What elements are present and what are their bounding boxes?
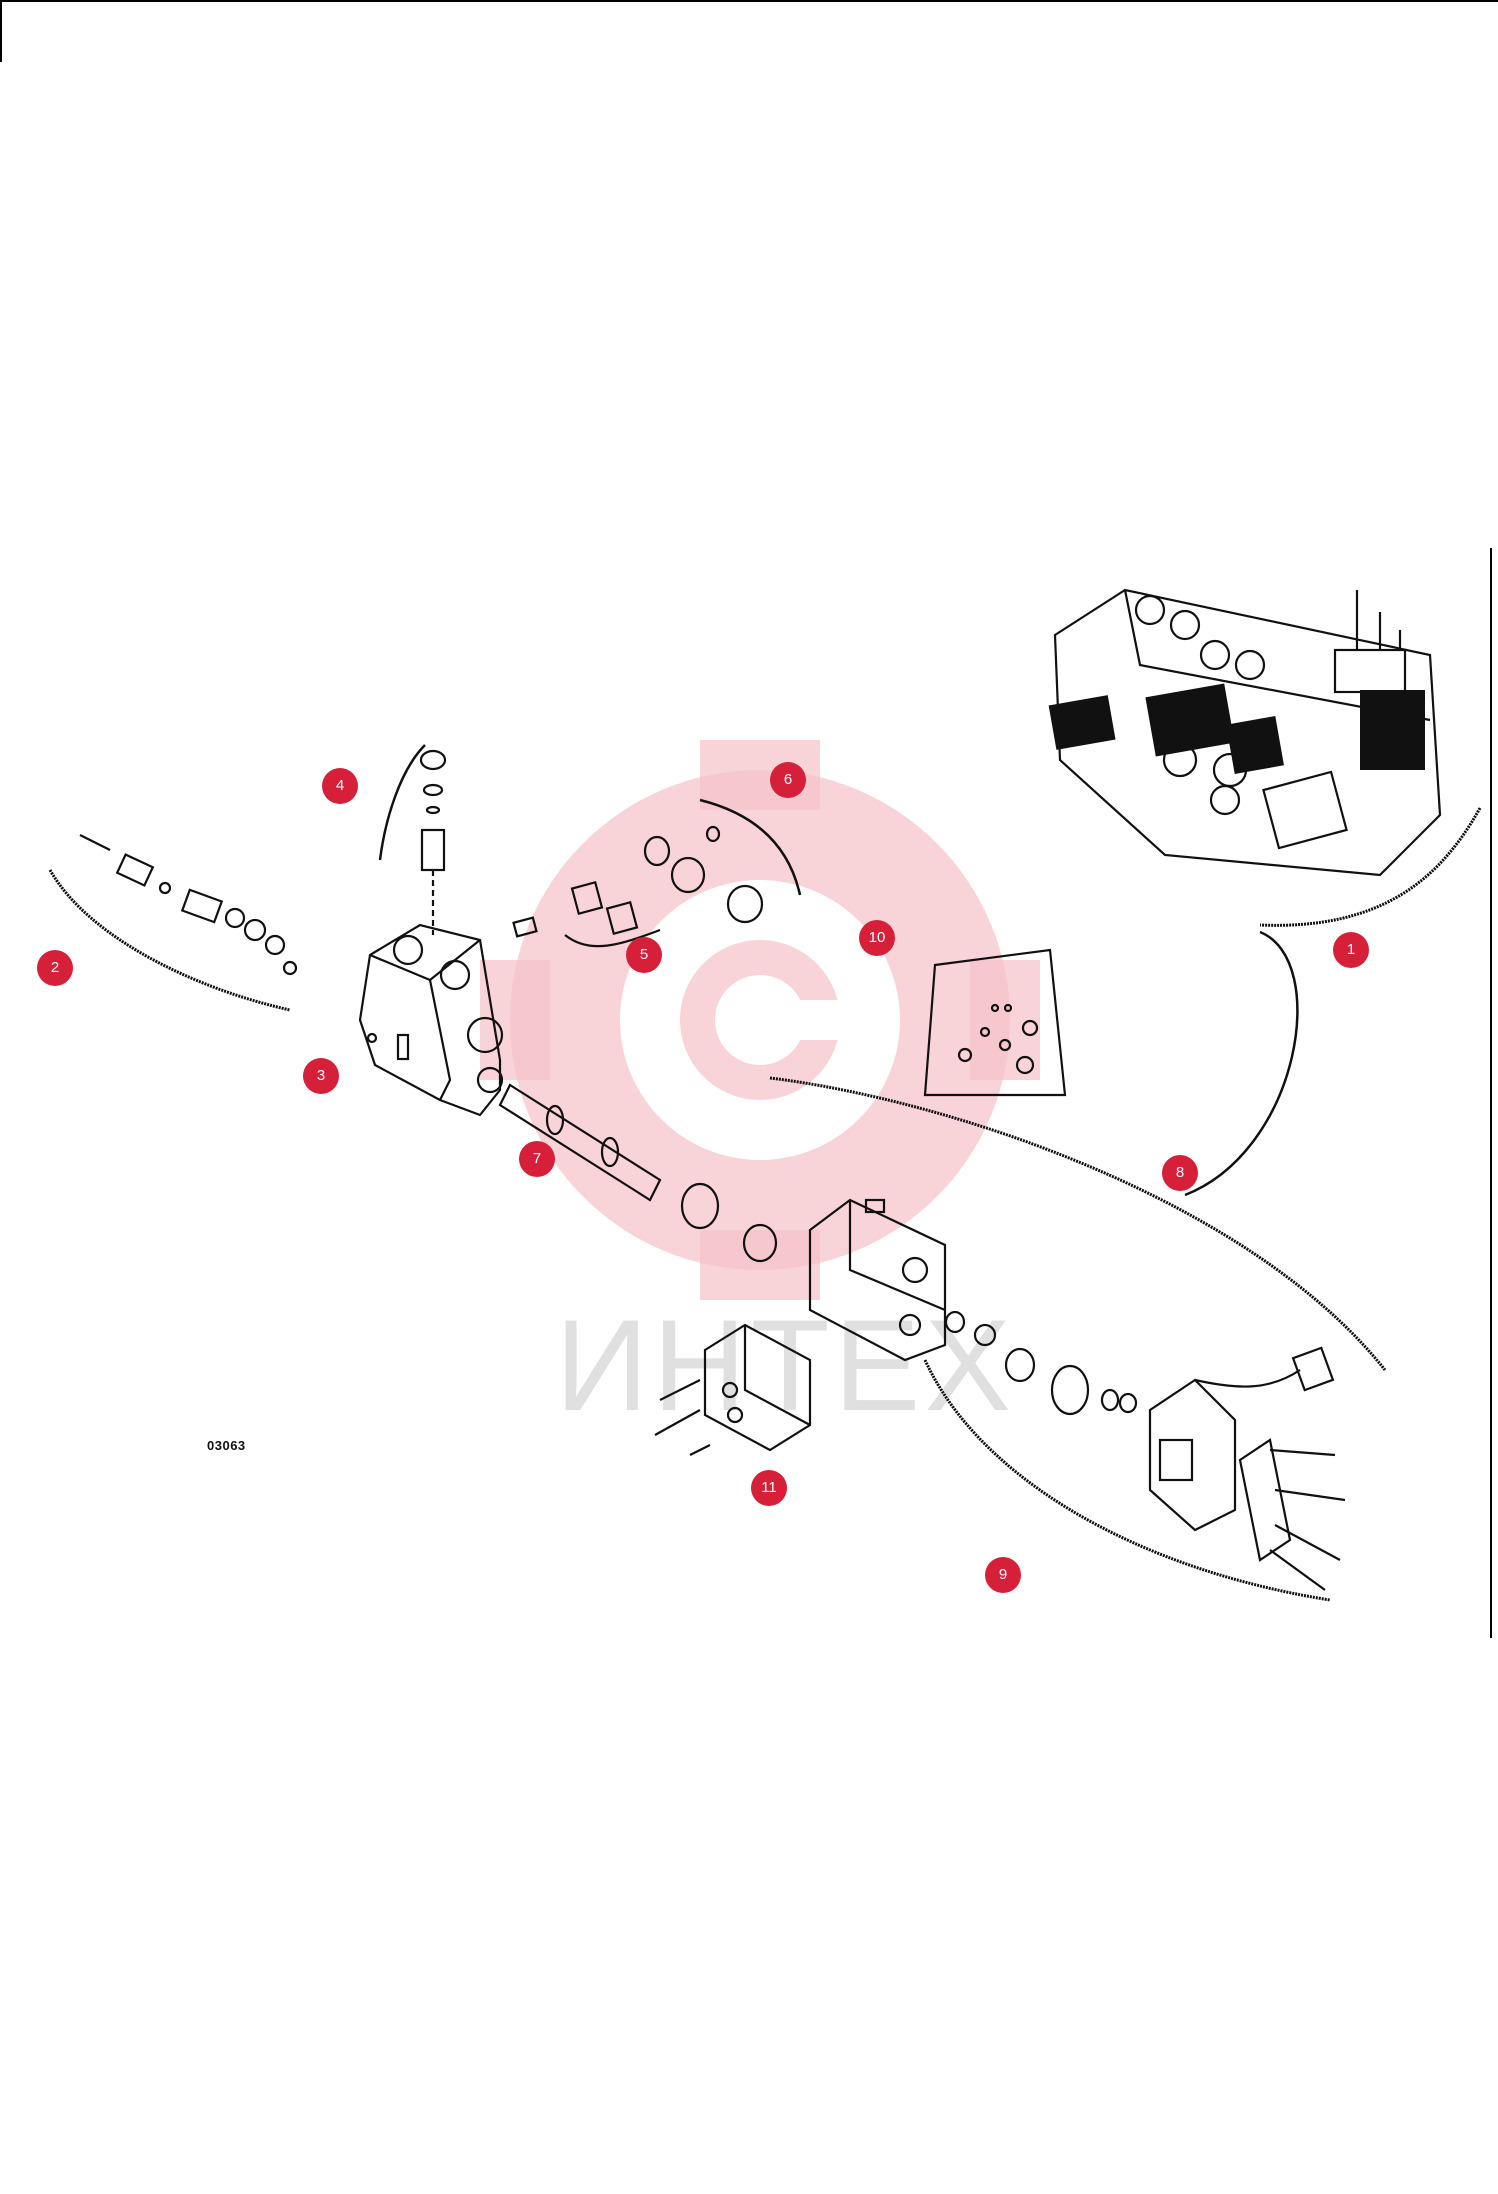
- callout-7[interactable]: 7: [519, 1141, 555, 1177]
- callout-8-label: 8: [1175, 1164, 1185, 1181]
- drawing-code: 03063: [207, 1438, 246, 1453]
- callout-2-label: 2: [50, 959, 60, 976]
- callout-3[interactable]: 3: [303, 1058, 339, 1094]
- callout-10-label: 10: [868, 929, 886, 946]
- callout-6-label: 6: [783, 771, 793, 788]
- callout-1-label: 1: [1346, 941, 1356, 958]
- callout-6[interactable]: 6: [770, 762, 806, 798]
- callout-9[interactable]: 9: [985, 1557, 1021, 1593]
- assembled-valve-overview: [1053, 588, 1442, 877]
- callout-11-label: 11: [761, 1479, 777, 1496]
- relief-valve-parts: [79, 834, 298, 976]
- callout-10[interactable]: 10: [859, 920, 895, 956]
- top-border: [0, 0, 1498, 2]
- callout-8[interactable]: 8: [1162, 1155, 1198, 1191]
- solenoid-block: [654, 1323, 812, 1456]
- right-border: [1490, 548, 1492, 1638]
- check-valve-parts: [419, 749, 447, 935]
- callout-11[interactable]: 11: [751, 1470, 787, 1506]
- spool-parts: [498, 1083, 778, 1263]
- spool-cap-block: [808, 1198, 947, 1362]
- callout-4-label: 4: [335, 777, 345, 794]
- left-border: [0, 0, 2, 62]
- callout-4[interactable]: 4: [322, 768, 358, 804]
- callout-7-label: 7: [532, 1150, 542, 1167]
- callout-2[interactable]: 2: [37, 950, 73, 986]
- callout-5-label: 5: [639, 946, 649, 963]
- seal-kit-bag: [923, 948, 1067, 1097]
- callout-3-label: 3: [316, 1067, 326, 1084]
- seal-ring-parts: [512, 825, 764, 938]
- callout-5[interactable]: 5: [626, 937, 662, 973]
- valve-body-section: [358, 923, 504, 1117]
- solenoid-parts: [944, 1310, 1346, 1591]
- callout-9-label: 9: [998, 1566, 1008, 1583]
- watermark-text: ИНТЕХ: [555, 1292, 1016, 1438]
- callout-1[interactable]: 1: [1333, 932, 1369, 968]
